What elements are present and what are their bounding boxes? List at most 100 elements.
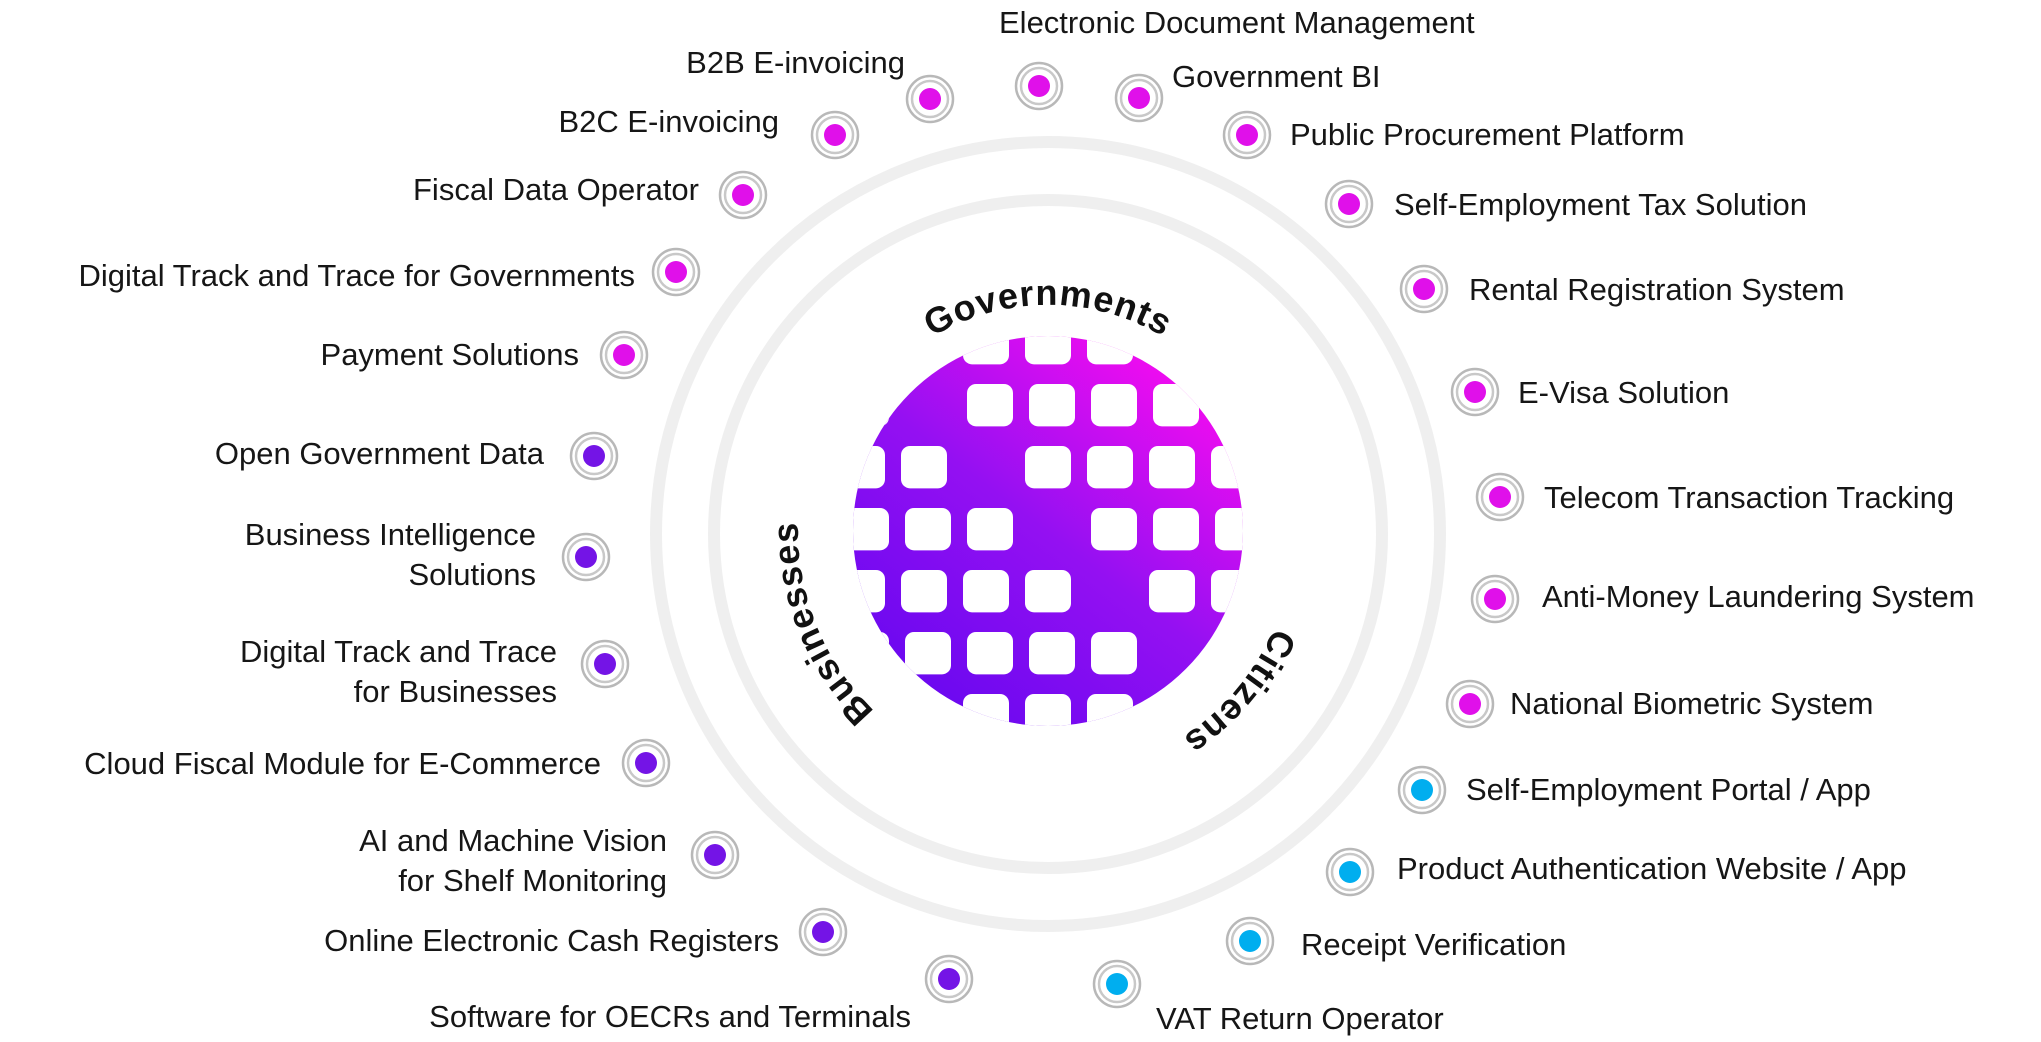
solution-label: Receipt Verification [1301,927,1566,962]
solution-label: for Businesses [354,674,557,709]
solution-item[interactable]: E-Visa Solution [1450,367,1729,417]
globe-tile [967,384,1013,427]
solution-item[interactable]: Digital Track and Trace for Businesses [240,634,630,709]
solution-label: E-Visa Solution [1518,375,1729,410]
globe-tile [1211,570,1243,613]
globe-tile [901,694,947,726]
bullet-dot-icon [810,110,860,160]
solution-item[interactable]: Open Government Data [215,431,619,481]
solution-item[interactable]: Online Electronic Cash Registers [324,907,848,958]
bullet-dot-icon [1475,472,1525,522]
solution-item[interactable]: B2C E-invoicing [558,104,860,160]
bullet-dot-icon [1014,61,1064,111]
bullet-dot-icon [798,907,848,957]
solution-label: Government BI [1172,59,1380,94]
globe-tile [905,632,951,675]
solution-item[interactable]: Rental Registration System [1399,264,1845,314]
solution-item[interactable]: Receipt Verification [1225,916,1566,966]
globe-tile [853,446,885,489]
bullet-dot-icon [1324,179,1374,229]
bullet-dot-icon [1092,959,1142,1009]
solution-item[interactable]: Anti-Money Laundering System [1470,574,1975,624]
solution-label: Rental Registration System [1469,272,1845,307]
solution-item[interactable]: National Biometric System [1445,679,1874,729]
globe-tile [1025,570,1071,613]
solution-item[interactable]: Self-Employment Portal / App [1397,765,1871,815]
solution-item[interactable]: Fiscal Data Operator [413,170,768,220]
bullet-dot-icon [621,738,671,788]
globe-tile [1087,694,1133,726]
globe-tile [1087,446,1133,489]
solution-item[interactable]: B2B E-invoicing [686,45,955,124]
globe-tile [1211,446,1243,489]
solution-item[interactable]: Software for OECRs and Terminals [429,954,974,1034]
solution-label: Digital Track and Trace for Governments [78,258,635,293]
bullet-dot-icon [1114,73,1164,123]
outer-ring [650,136,1446,932]
solution-item[interactable]: Digital Track and Trace for Governments [78,247,701,297]
solution-label: Self-Employment Portal / App [1466,772,1871,807]
bullet-dot-icon [1445,679,1495,729]
globe-tile [1215,384,1243,427]
globe-tile [963,694,1009,726]
globe-tile [1025,694,1071,726]
globe-tile [1149,446,1195,489]
globe-tile [1211,336,1243,365]
solution-item[interactable]: Public Procurement Platform [1222,110,1685,160]
solution-label: Public Procurement Platform [1290,117,1685,152]
solution-label: Solutions [408,557,536,592]
globe-tile [1025,446,1071,489]
solution-item[interactable]: VAT Return Operator [1092,959,1444,1036]
globe-tile [853,384,889,427]
bullet-dot-icon [1397,765,1447,815]
globe-tile [1029,632,1075,675]
solution-label: VAT Return Operator [1156,1001,1444,1036]
globe-logo [853,336,1243,726]
segment-label-governments: Governments [917,272,1180,344]
globe-tile [1091,508,1137,551]
globe-tile [1025,336,1071,365]
solution-label: National Biometric System [1510,686,1874,721]
bullet-dot-icon [599,330,649,380]
bullet-dot-icon [690,830,740,880]
solution-item[interactable]: Self-Employment Tax Solution [1324,179,1807,229]
globe-tile [967,632,1013,675]
globe-tile [901,570,947,613]
solution-label: Self-Employment Tax Solution [1394,187,1807,222]
solution-item[interactable]: Government BI [1114,59,1380,123]
globe-tile [1149,570,1195,613]
globe-tile [853,632,889,675]
solution-label: Digital Track and Trace [240,634,557,669]
solution-label: Business Intelligence [245,517,536,552]
solution-item[interactable]: Product Authentication Website / App [1325,847,1907,897]
globe-tile [853,570,885,613]
bullet-dot-icon [1450,367,1500,417]
solution-label: Software for OECRs and Terminals [429,999,911,1034]
solution-label: B2C E-invoicing [558,104,779,139]
globe-tile [1215,508,1243,551]
solution-label: Product Authentication Website / App [1397,851,1907,886]
solution-label: Fiscal Data Operator [413,172,699,207]
solution-item[interactable]: Telecom Transaction Tracking [1475,472,1954,522]
globe-tile [963,336,1009,365]
bullet-dot-icon [561,532,611,582]
solution-item[interactable]: Electronic Document Management [999,5,1475,111]
solution-label: Cloud Fiscal Module for E-Commerce [84,746,601,781]
globe-tile [901,446,947,489]
solution-label: B2B E-invoicing [686,45,905,80]
globe-tile [1153,508,1199,551]
solution-label: Electronic Document Management [999,5,1475,40]
globe-tile [853,336,885,365]
inner-ring [708,194,1388,874]
solution-item[interactable]: Cloud Fiscal Module for E-Commerce [84,738,671,788]
solution-label: Anti-Money Laundering System [1542,579,1975,614]
solution-label: Telecom Transaction Tracking [1544,480,1954,515]
globe-tile [1029,384,1075,427]
bullet-dot-icon [569,431,619,481]
bullet-dot-icon [1225,916,1275,966]
solution-item[interactable]: Payment Solutions [321,330,649,380]
